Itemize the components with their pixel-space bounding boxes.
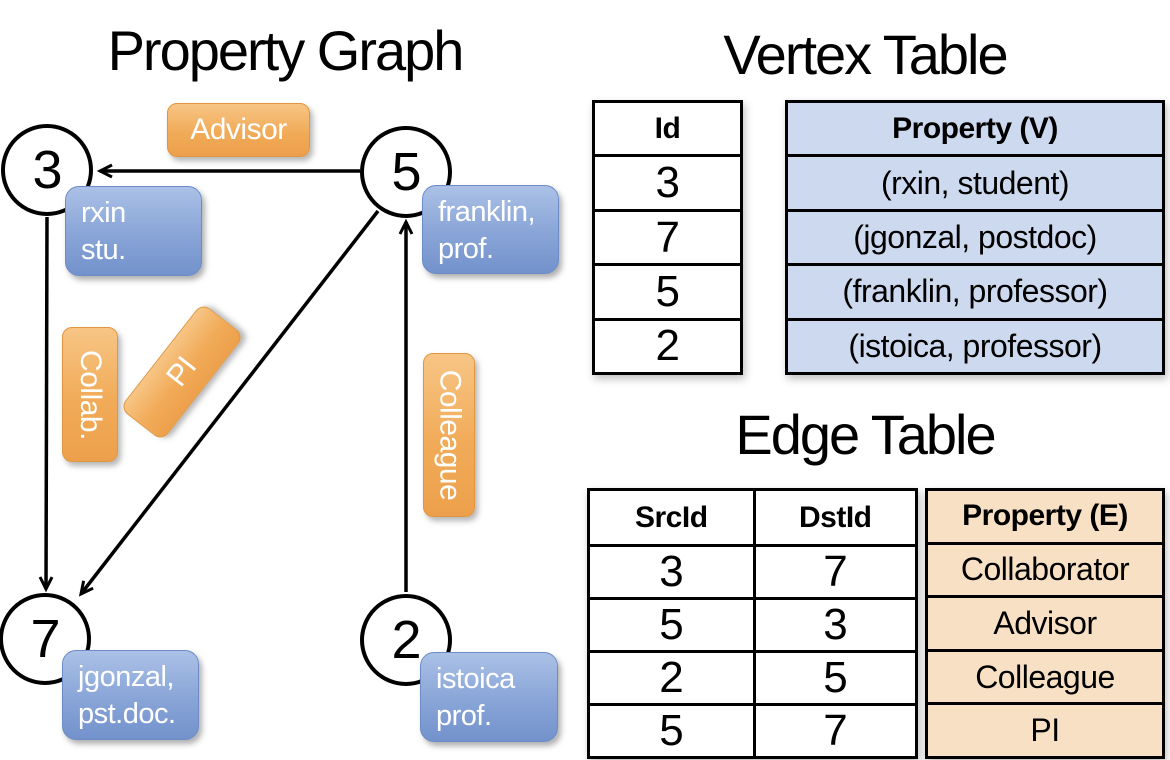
edge-label-colleague: Colleague — [423, 353, 475, 517]
vertex-table-id-cell: 5 — [595, 263, 740, 317]
edge-table-property-cell: PI — [928, 702, 1162, 756]
edge-table-property-cell: Colleague — [928, 648, 1162, 703]
edge-table-property-cell: Advisor — [928, 595, 1162, 649]
edge-table-property-column: Property (E) Collaborator Advisor Collea… — [925, 488, 1165, 759]
edge-table-property-cell: Collaborator — [928, 541, 1162, 596]
edge-label-collab: Collab. — [62, 327, 118, 462]
graph-edges-layer — [0, 0, 570, 760]
edge-5-to-7 — [81, 209, 380, 594]
edge-table-header-property: Property (E) — [962, 499, 1128, 533]
vertex-table-header-id: Id — [654, 111, 681, 145]
vertex-table-property-column: Property (V) (rxin, student) (jgonzal, p… — [785, 100, 1165, 375]
edge-label-advisor: Advisor — [167, 103, 310, 157]
edge-table-header-dstid: DstId — [752, 491, 916, 544]
node-id: 7 — [30, 609, 60, 669]
vertex-property-line2: pst.doc. — [78, 698, 176, 730]
node-id: 5 — [391, 142, 421, 202]
edge-label-text: Collab. — [74, 349, 108, 440]
node-id: 2 — [391, 610, 421, 670]
edge-label-text: Colleague — [433, 369, 467, 501]
vertex-property-line1: jgonzal, — [78, 661, 174, 693]
vertex-table-property-cell: (franklin, professor) — [788, 263, 1162, 317]
vertex-table-title: Vertex Table — [723, 23, 1008, 86]
edge-table-dst-cell: 7 — [752, 703, 915, 756]
edge-3-to-7 — [46, 216, 47, 589]
vertex-table-id-cell: 3 — [595, 154, 740, 208]
vertex-table-property-cell: (jgonzal, postdoc) — [788, 208, 1162, 263]
vertex-property-box-3: rxin stu. — [65, 186, 202, 276]
edge-label-text: PI — [160, 350, 204, 393]
vertex-property-box-7: jgonzal, pst.doc. — [62, 650, 199, 740]
edge-table-id-columns: SrcId DstId 3 7 5 3 2 5 5 7 — [587, 488, 918, 759]
edge-table-dst-cell: 5 — [752, 650, 915, 703]
vertex-property-line2: prof. — [436, 700, 492, 732]
vertex-table-id-cell: 2 — [595, 317, 740, 372]
vertex-property-line2: stu. — [81, 234, 126, 266]
vertex-table-id-column: Id 3 7 5 2 — [592, 100, 743, 375]
vertex-table-property-cell: (rxin, student) — [788, 154, 1162, 208]
property-graph-title: Property Graph — [107, 19, 465, 82]
graph-node-5: 5 — [360, 126, 452, 218]
edge-table-dst-cell: 3 — [752, 597, 915, 650]
edge-table-header-srcid: SrcId — [634, 500, 708, 534]
vertex-property-line1: rxin — [81, 197, 126, 229]
edge-table-src-cell: 5 — [590, 597, 753, 650]
vertex-property-line2: prof. — [438, 233, 494, 265]
edge-label-text: Advisor — [190, 113, 287, 146]
vertex-table-property-cell: (istoica, professor) — [788, 317, 1162, 372]
vertex-property-line1: franklin, — [438, 196, 536, 228]
vertex-table-id-cell: 7 — [595, 208, 740, 263]
edge-table-src-cell: 2 — [590, 650, 753, 703]
edge-table-src-cell: 3 — [590, 544, 753, 597]
vertex-property-box-5: franklin, prof. — [422, 185, 559, 274]
edge-table-src-cell: 5 — [590, 703, 753, 756]
vertex-table-header-property: Property (V) — [892, 111, 1058, 145]
graph-node-2: 2 — [360, 594, 452, 686]
edge-table-dst-cell: 7 — [752, 544, 915, 597]
vertex-property-line1: istoica — [436, 663, 515, 695]
node-id: 3 — [32, 140, 62, 200]
edge-table-title: Edge Table — [735, 403, 996, 466]
vertex-property-box-2: istoica prof. — [420, 652, 558, 742]
